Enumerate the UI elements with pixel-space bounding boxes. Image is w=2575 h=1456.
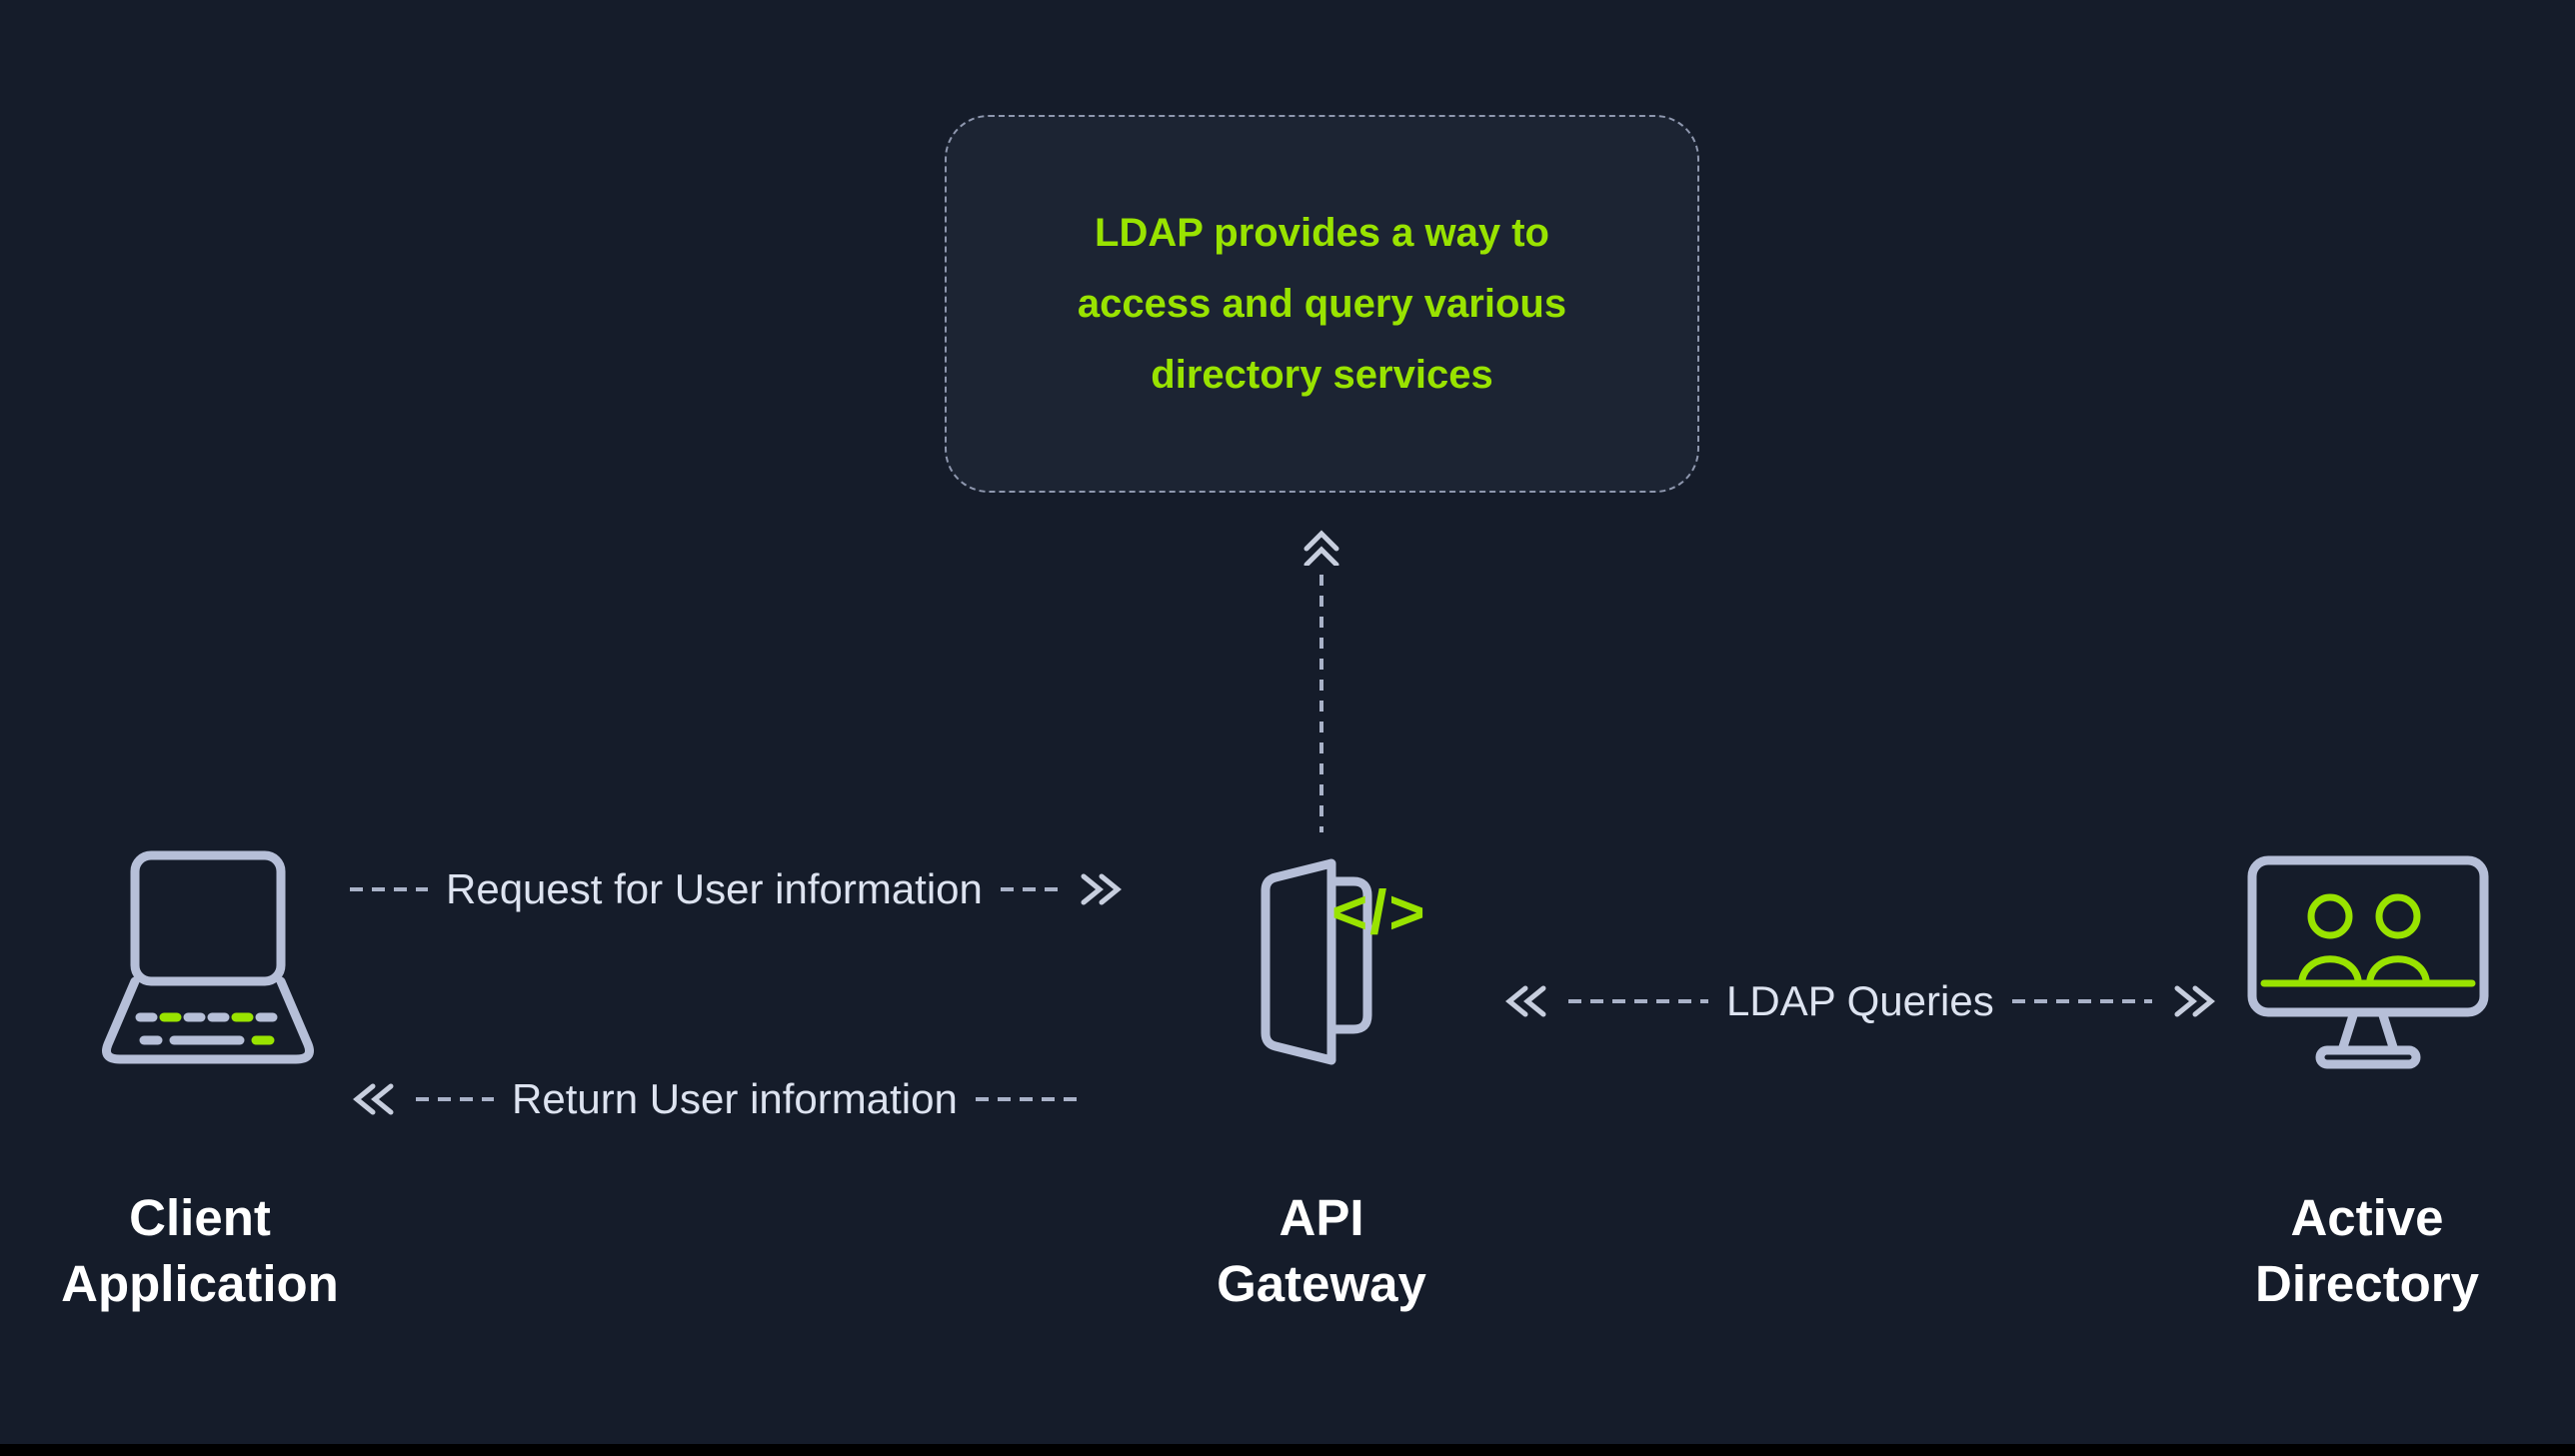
return-label: Return User information (512, 1075, 958, 1122)
door-panel (1261, 858, 1336, 1065)
directory-label-line1: Active (2290, 1189, 2444, 1246)
dash-line (416, 1097, 494, 1101)
directory-label-line2: Directory (2255, 1255, 2479, 1312)
dash-line (350, 887, 428, 891)
laptop-screen (130, 850, 286, 986)
client-label-line1: Client (129, 1189, 271, 1246)
monitor-users-icon (2247, 855, 2489, 1069)
client-application-label: Client Application (0, 1185, 400, 1317)
chevron-right-icon (1081, 873, 1122, 905)
dash-line (1000, 887, 1059, 891)
note-line-1: LDAP provides a way to (1095, 210, 1549, 255)
ldap-queries-label: LDAP Queries (1726, 977, 1994, 1024)
monitor-screen (2247, 855, 2489, 1017)
request-label: Request for User information (446, 865, 983, 912)
flow-return-arrow: Return User information (352, 1067, 1086, 1131)
gateway-label-line1: API (1279, 1189, 1364, 1246)
code-icon: </> (1331, 878, 1427, 947)
active-directory-label: Active Directory (2167, 1185, 2567, 1317)
bottom-edge (0, 1444, 2575, 1456)
laptop-keys (135, 1012, 278, 1045)
dash-line (975, 1097, 1086, 1101)
flow-request-arrow: Request for User information (350, 857, 1123, 921)
laptop-icon (102, 850, 314, 1064)
note-line-2: access and query various (1077, 281, 1567, 326)
door-frame (1326, 876, 1372, 1034)
chevron-up-icon (1303, 530, 1339, 566)
user-icon (2298, 893, 2362, 983)
note-connector-line (1319, 575, 1323, 832)
client-label-line2: Application (61, 1255, 339, 1312)
dash-line (1568, 999, 1708, 1003)
monitor-stand (2337, 1007, 2399, 1055)
api-gateway-icon (1261, 858, 1372, 1065)
chevron-left-icon (1505, 985, 1546, 1017)
chevron-right-icon (2174, 985, 2215, 1017)
gateway-label-line2: Gateway (1217, 1255, 1426, 1312)
note-line-3: directory services (1151, 352, 1493, 397)
dash-line (2011, 999, 2152, 1003)
flow-ldap-arrow: LDAP Queries (1504, 969, 2216, 1033)
monitor-base (2315, 1045, 2421, 1069)
ldap-note-box: LDAP provides a way to access and query … (945, 115, 1699, 493)
api-gateway-label: API Gateway (1122, 1185, 1521, 1317)
laptop-base (102, 976, 314, 1064)
chevron-left-icon (353, 1083, 394, 1115)
user-icon (2366, 893, 2430, 983)
